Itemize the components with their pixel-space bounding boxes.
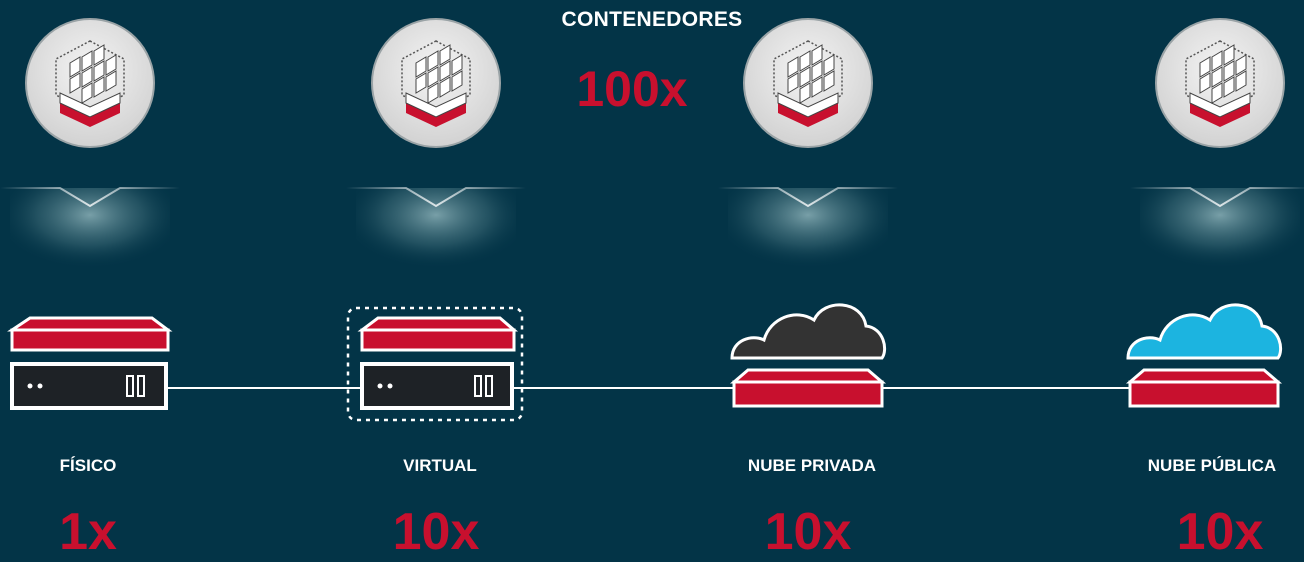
stage-label-public-cloud: NUBE PÚBLICA [1147, 456, 1277, 475]
containers-multiplier: 100x [576, 61, 688, 117]
stage-multiplier-public-cloud: 10x [1176, 503, 1264, 561]
stage-multiplier-private-cloud: 10x [764, 503, 852, 561]
private-cloud-icon [729, 303, 887, 408]
stage-label-private-cloud: NUBE PRIVADA [747, 456, 877, 475]
chevron-down-icon [345, 187, 527, 279]
stage-label-physical: FÍSICO [59, 456, 117, 475]
virtual-server-icon [346, 306, 524, 422]
stage-multiplier-physical: 1x [59, 503, 117, 561]
chevron-down-icon [717, 187, 899, 279]
chevron-down-icon [0, 187, 181, 279]
stage-multiplier-virtual: 10x [392, 503, 480, 561]
diagram-title: CONTENEDORES [561, 8, 743, 31]
physical-server-icon [7, 316, 173, 410]
chevron-down-icon [1129, 187, 1304, 279]
public-cloud-icon [1125, 303, 1283, 408]
stage-label-virtual: VIRTUAL [403, 456, 477, 475]
